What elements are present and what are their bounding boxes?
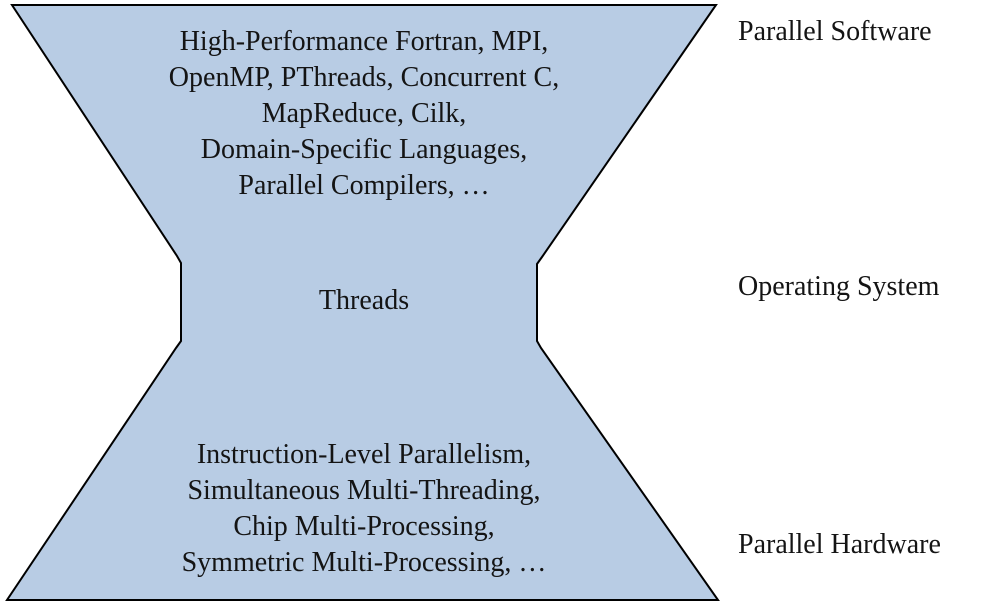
software-line: Parallel Compilers, …: [238, 170, 490, 201]
parallel-hardware-layer-text: Instruction-Level Parallelism, Simultane…: [64, 437, 664, 581]
software-line: MapReduce, Cilk,: [261, 98, 467, 129]
threads-label: Threads: [318, 285, 410, 316]
hardware-line: Chip Multi-Processing,: [233, 511, 495, 542]
side-label-parallel-software: Parallel Software: [738, 16, 932, 47]
software-line: OpenMP, PThreads, Concurrent C,: [168, 62, 560, 93]
side-label-parallel-hardware: Parallel Hardware: [738, 529, 941, 560]
hardware-line: Instruction-Level Parallelism,: [196, 439, 532, 470]
hardware-line: Simultaneous Multi-Threading,: [187, 475, 541, 506]
side-label-operating-system: Operating System: [738, 271, 940, 302]
parallel-software-layer-text: High-Performance Fortran, MPI, OpenMP, P…: [64, 24, 664, 204]
software-line: Domain-Specific Languages,: [200, 134, 528, 165]
hardware-line: Symmetric Multi-Processing, …: [181, 547, 547, 578]
hourglass-polygon: [5, 4, 720, 601]
software-line: High-Performance Fortran, MPI,: [179, 26, 549, 57]
os-layer-text: Threads: [64, 283, 664, 319]
